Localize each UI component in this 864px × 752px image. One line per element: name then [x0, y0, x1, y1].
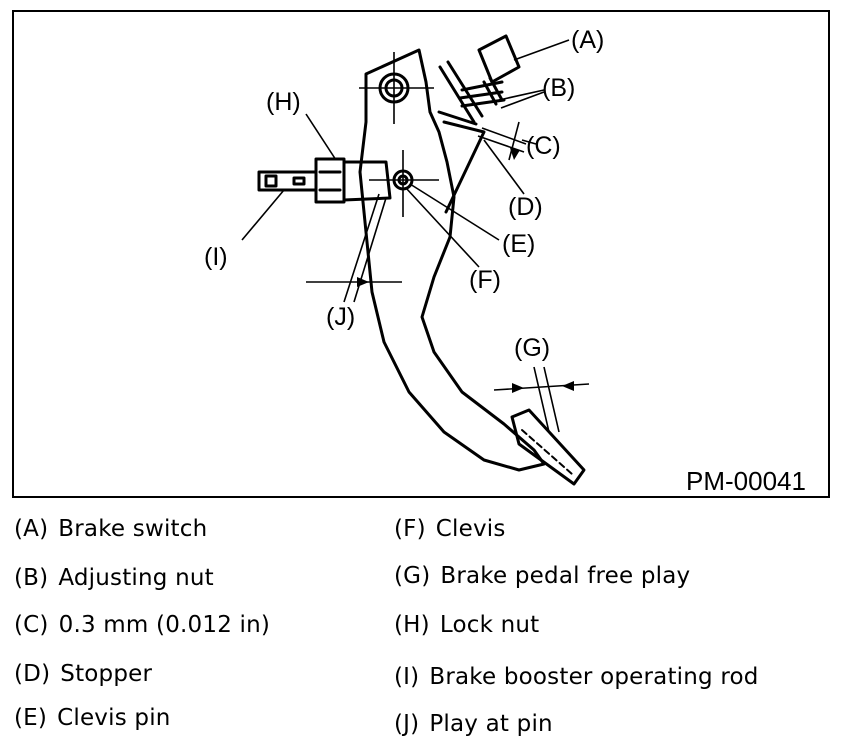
- callout-c: (C): [526, 132, 561, 160]
- pedal-drawing: (A) (B) (C) (D) (E) (F) (G) (H) (I) (J) …: [204, 26, 806, 496]
- callout-e: (E): [502, 230, 535, 258]
- legend-text: Clevis: [435, 516, 506, 542]
- callout-a: (A): [571, 26, 604, 54]
- legend-key: (B): [14, 565, 49, 591]
- leader-B: [498, 89, 545, 109]
- legend-text: Clevis pin: [57, 705, 171, 731]
- legend-text: Brake booster operating rod: [429, 664, 759, 690]
- legend-key: (C): [14, 612, 49, 638]
- legend-text: 0.3 mm (0.012 in): [58, 612, 271, 638]
- legend-text: Lock nut: [439, 612, 540, 638]
- leader-E: [409, 183, 500, 241]
- legend-item-i: (I) Brake booster operating rod: [394, 664, 759, 690]
- legend-item-a: (A) Brake switch: [14, 516, 207, 542]
- booster-rod: [257, 170, 318, 192]
- legend-key: (G): [394, 563, 431, 589]
- legend-item-b: (B) Adjusting nut: [14, 565, 214, 591]
- legend-text: Brake switch: [58, 516, 208, 542]
- figure-code: PM-00041: [686, 466, 806, 496]
- dimension-arrows: [357, 148, 574, 393]
- stopper: [437, 110, 486, 214]
- legend-key: (H): [394, 612, 430, 638]
- legend-key: (F): [394, 516, 426, 542]
- leader-H: [305, 113, 337, 161]
- legend-text: Play at pin: [429, 711, 553, 737]
- adjusting-nut: [458, 80, 506, 108]
- lock-nut: [314, 157, 346, 204]
- leader-F: [405, 187, 480, 268]
- callout-h: (H): [266, 88, 301, 116]
- legend-key: (D): [14, 661, 51, 687]
- legend-item-h: (H) Lock nut: [394, 612, 539, 638]
- pedal-arm: [358, 48, 546, 472]
- legend-key: (A): [14, 516, 49, 542]
- legend-key: (J): [394, 711, 420, 737]
- pedal-pad: [510, 408, 586, 486]
- legend-text: Stopper: [60, 661, 153, 687]
- clevis: [342, 160, 392, 202]
- legend-item-j: (J) Play at pin: [394, 711, 553, 737]
- legend-key: (I): [394, 664, 420, 690]
- legend-item-f: (F) Clevis: [394, 516, 506, 542]
- leader-C: [521, 139, 537, 145]
- brake-switch: [477, 34, 521, 84]
- callout-i: (I): [204, 243, 228, 271]
- callout-g: (G): [514, 334, 550, 362]
- legend-item-e: (E) Clevis pin: [14, 705, 171, 731]
- legend-text: Adjusting nut: [58, 565, 214, 591]
- leader-A: [513, 39, 570, 61]
- legend-item-c: (C) 0.3 mm (0.012 in): [14, 612, 270, 638]
- pedal-diagram: (A) (B) (C) (D) (E) (F) (G) (H) (I) (J) …: [12, 10, 830, 498]
- legend-item-g: (G) Brake pedal free play: [394, 563, 690, 589]
- legend-key: (E): [14, 705, 48, 731]
- callout-j: (J): [326, 303, 355, 331]
- legend-text: Brake pedal free play: [440, 563, 691, 589]
- callout-f: (F): [469, 266, 501, 294]
- leader-D: [483, 139, 525, 195]
- callout-d: (D): [508, 193, 543, 221]
- callout-b: (B): [542, 74, 575, 102]
- legend-item-d: (D) Stopper: [14, 661, 152, 687]
- dimension-lines: [241, 39, 590, 433]
- leader-I: [241, 189, 285, 241]
